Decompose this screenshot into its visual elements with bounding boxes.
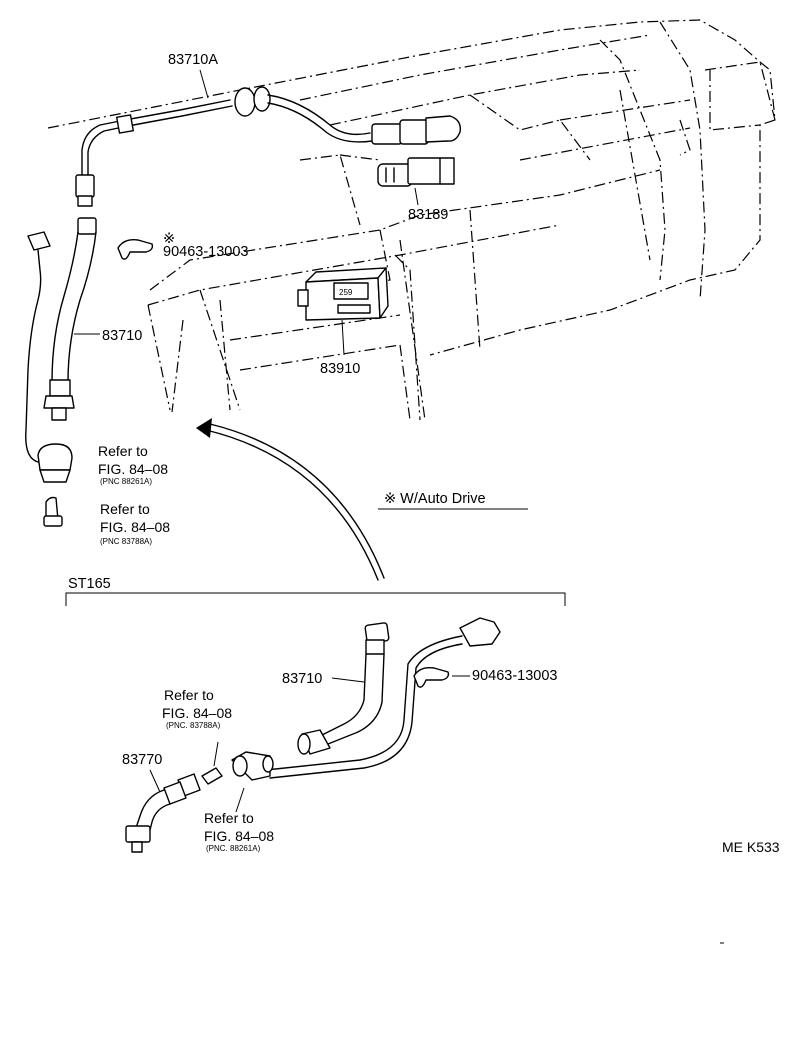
bottom-cable-83710: 83710 [282, 622, 390, 755]
svg-text:FIG. 84–08: FIG. 84–08 [162, 705, 232, 721]
clip-part [43, 496, 63, 527]
unit-83910: 259 83910 [297, 267, 389, 377]
speedometer-cable-83710a: 83710A [75, 52, 461, 207]
clamp-90463-top: ※ 90463-13003 [117, 231, 248, 260]
label-st165: ST165 [68, 576, 111, 592]
st165-bracket: ST165 [65, 576, 566, 606]
svg-text:Refer to: Refer to [164, 687, 214, 703]
note-mark-top: ※ [163, 231, 175, 247]
svg-text:(PNC. 88261A): (PNC. 88261A) [206, 844, 261, 853]
label-83910: 83910 [320, 361, 360, 377]
svg-text:Refer to: Refer to [204, 810, 254, 826]
auto-drive-label: ※ W/Auto Drive [384, 491, 486, 507]
svg-text:(PNC 88261A): (PNC 88261A) [100, 477, 152, 486]
unit-display: 259 [339, 288, 353, 297]
label-83189: 83189 [408, 207, 448, 223]
svg-text:FIG. 84–08: FIG. 84–08 [100, 519, 170, 535]
reference-2: Refer to FIG. 84–08 (PNC 83788A) [100, 501, 170, 546]
reference-4: Refer to FIG. 84–08 (PNC. 88261A) [204, 787, 274, 853]
label-83710-bottom: 83710 [282, 671, 322, 687]
dashboard-outline [47, 19, 776, 421]
connector-83189: 83189 [377, 157, 455, 223]
label-83710-top: 83710 [102, 328, 142, 344]
label-90463-bottom: 90463-13003 [472, 668, 557, 684]
bottom-clip [201, 741, 223, 785]
pointer-arrow [196, 418, 385, 581]
bottom-sensor-wire [231, 617, 501, 781]
svg-text:FIG. 84–08: FIG. 84–08 [98, 461, 168, 477]
auto-drive-note: ※ W/Auto Drive [378, 491, 528, 510]
svg-text:Refer to: Refer to [100, 501, 150, 517]
diagram-code: ME K533 [722, 839, 780, 855]
sensor-wire [25, 231, 73, 483]
svg-text:FIG. 84–08: FIG. 84–08 [204, 828, 274, 844]
reference-1: Refer to FIG. 84–08 (PNC 88261A) [98, 443, 168, 486]
reference-3: Refer to FIG. 84–08 (PNC. 83788A) [162, 687, 232, 730]
cable-83770: 83770 [122, 752, 201, 853]
label-90463-top: 90463-13003 [163, 244, 248, 260]
label-83710a: 83710A [168, 52, 218, 68]
svg-text:(PNC 83788A): (PNC 83788A) [100, 537, 152, 546]
speedometer-cable-83710-upper: 83710 [43, 217, 142, 421]
svg-text:Refer to: Refer to [98, 443, 148, 459]
label-83770: 83770 [122, 752, 162, 768]
svg-text:(PNC. 83788A): (PNC. 83788A) [166, 721, 221, 730]
clamp-90463-bottom: 90463-13003 [413, 666, 557, 688]
